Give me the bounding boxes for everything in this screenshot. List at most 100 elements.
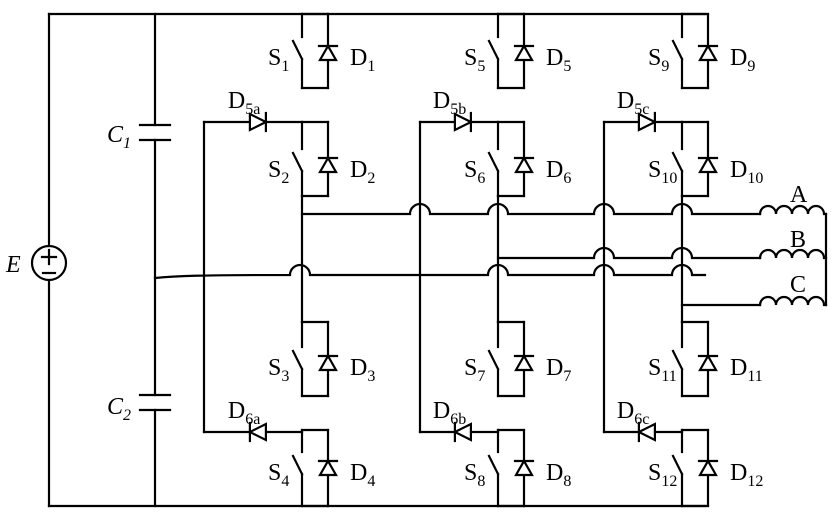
clamp-bottom-label-sub: 6b <box>450 411 466 428</box>
diode-label-base: D <box>730 355 747 381</box>
clamp-top-label-base: D <box>433 88 450 114</box>
diode-triangle <box>318 458 338 477</box>
diode-triangle <box>636 422 656 442</box>
diode-label-sub: 1 <box>367 58 375 75</box>
diode-label: D11 <box>730 355 763 385</box>
phase-a-inductor-icon <box>758 204 828 216</box>
antiparallel-diode-icon <box>697 458 719 477</box>
switch-label: S6 <box>464 157 485 187</box>
switch-blade-icon <box>487 151 500 173</box>
switch-label-sub: 3 <box>281 368 289 385</box>
switch-label-sub: 4 <box>281 473 289 490</box>
diode-label: D6 <box>546 157 571 187</box>
diode-label: D2 <box>350 157 375 187</box>
phase-b-label: B <box>790 227 806 253</box>
switch-label: S9 <box>648 45 669 75</box>
dc-voltage-source-icon <box>30 244 68 282</box>
diode-triangle <box>637 112 658 132</box>
clamp-diode-top-icon <box>248 111 269 133</box>
diode-triangle <box>514 155 534 174</box>
switch-label-sub: 11 <box>661 368 676 385</box>
antiparallel-diode-icon <box>513 458 535 477</box>
clamp-bottom-label: D6c <box>617 398 649 428</box>
switch-blade-icon <box>291 349 304 371</box>
switch-label-sub: 10 <box>661 170 677 187</box>
switch-blade-icon <box>671 151 684 173</box>
diode-triangle <box>318 43 338 62</box>
diode-label-sub: 9 <box>747 58 755 75</box>
clamp-bottom-label-sub: 6a <box>245 411 260 428</box>
switch-cell: S5 D 5 <box>464 12 571 90</box>
diode-label-base: D <box>730 157 747 183</box>
clamp-diode-bottom-icon <box>247 421 267 443</box>
switch-label-base: S <box>268 460 281 486</box>
diode-label: D7 <box>546 355 571 385</box>
antiparallel-diode-icon <box>513 155 535 174</box>
clamp-top-label-base: D <box>228 88 245 114</box>
switch-label-base: S <box>464 460 477 486</box>
switch-blade-icon <box>291 39 304 61</box>
capacitor-c1-icon <box>138 123 172 142</box>
switch-label: S5 <box>464 45 485 75</box>
diode-triangle <box>452 422 472 442</box>
diode-label-base: D <box>546 45 563 71</box>
switch-label-sub: 2 <box>281 170 289 187</box>
dc-bus-wiring <box>47 12 707 508</box>
antiparallel-diode-icon <box>317 458 339 477</box>
diode-label-sub: 10 <box>747 170 763 187</box>
switch-label: S3 <box>268 355 289 385</box>
diode-label-sub: 2 <box>367 170 375 187</box>
diode-triangle <box>698 43 718 62</box>
switch-label-sub: 5 <box>477 58 485 75</box>
clamp-diode-bottom-icon <box>636 421 656 443</box>
phase-output-wiring <box>300 202 828 307</box>
switch-label: S12 <box>648 460 677 490</box>
switch-blade-icon <box>487 454 500 476</box>
clamp-bottom-label-base: D <box>228 398 245 424</box>
clamp-bottom-label-base: D <box>433 398 450 424</box>
source-label: E <box>5 252 21 278</box>
diode-label: D1 <box>350 45 375 75</box>
switch-blade-icon <box>291 151 304 173</box>
clamp-diode-bottom-icon <box>452 421 472 443</box>
antiparallel-diode-icon <box>697 155 719 174</box>
diode-label-base: D <box>546 355 563 381</box>
switch-label-base: S <box>464 45 477 71</box>
diode-label-base: D <box>546 460 563 486</box>
phase-a-label: A <box>790 182 808 208</box>
diode-label: D8 <box>546 460 571 490</box>
antiparallel-diode-icon <box>697 353 719 372</box>
antiparallel-diode-icon <box>317 43 339 62</box>
diode-label-sub: 3 <box>367 368 375 385</box>
diode-triangle <box>248 112 269 132</box>
switch-label-base: S <box>464 355 477 381</box>
switch-label-base: S <box>648 355 661 381</box>
phase-c-inductor-icon <box>758 295 828 307</box>
diode-triangle <box>453 112 474 132</box>
clamp-top-label: D5a <box>228 88 260 118</box>
switch-label-sub: 1 <box>281 58 289 75</box>
diode-triangle <box>247 422 267 442</box>
diode-triangle <box>698 353 718 372</box>
clamp-bottom-label: D6a <box>228 398 260 428</box>
diode-label-base: D <box>350 460 367 486</box>
switch-label-base: S <box>268 355 281 381</box>
clamp-diode-top-icon <box>453 111 474 133</box>
diode-label: D10 <box>730 157 763 187</box>
switch-label: S11 <box>648 355 677 385</box>
phase-c-label: C <box>790 272 806 298</box>
capacitor-c2-label: C2 <box>107 394 131 424</box>
antiparallel-diode-icon <box>697 43 719 62</box>
clamp-top-label: D5b <box>433 88 466 118</box>
switch-blade-icon <box>671 454 684 476</box>
